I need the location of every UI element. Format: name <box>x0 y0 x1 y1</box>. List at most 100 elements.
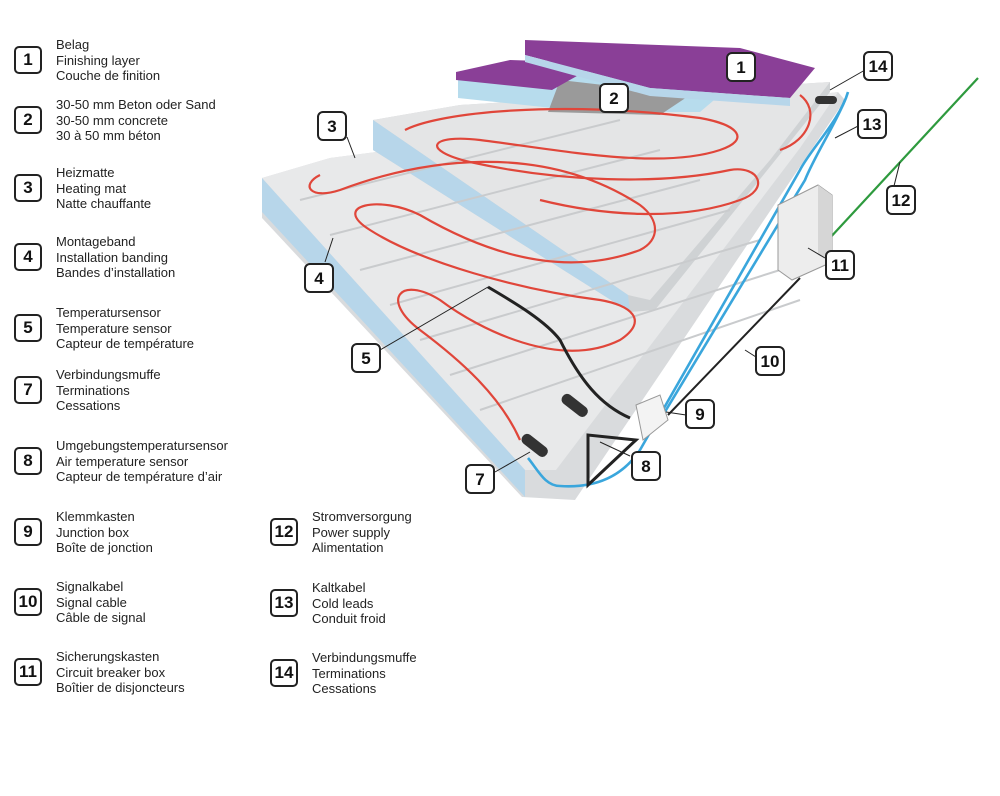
legend-text-en: Power supply <box>312 524 391 540</box>
callout-3: 3 <box>317 111 347 141</box>
svg-text:5: 5 <box>361 349 370 368</box>
legend-text-de: Klemmkasten <box>56 509 135 524</box>
svg-text:7: 7 <box>475 470 484 489</box>
legend-text-fr: Alimentation <box>312 540 384 555</box>
legend-badge: 5 <box>14 314 42 343</box>
legend-badge: 2 <box>14 106 42 135</box>
heating-cable-upper <box>404 108 760 216</box>
legend-text-en: Installation banding <box>56 249 169 265</box>
svg-text:1: 1 <box>736 58 745 77</box>
legend-text-de: Umgebungstemperatursensor <box>56 438 228 453</box>
legend-text-en: Signal cable <box>56 594 127 610</box>
legend-badge: 8 <box>14 447 42 476</box>
legend-text-en: 30-50 mm concrete <box>56 112 168 128</box>
legend-badge: 12 <box>270 518 298 547</box>
legend-text-de: Stromversorgung <box>312 509 412 524</box>
legend-badge: 7 <box>14 376 42 405</box>
legend-badge: 11 <box>14 658 42 687</box>
legend-text-en: Temperature sensor <box>56 320 172 336</box>
legend-badge: 4 <box>14 243 42 272</box>
legend-text-de: Montageband <box>56 234 136 249</box>
termination-7 <box>521 433 548 457</box>
legend-text-de: Verbindungsmuffe <box>312 650 417 665</box>
legend-text-en: Circuit breaker box <box>56 664 166 680</box>
legend-text-fr: Boîte de jonction <box>56 540 153 555</box>
legend-badge: 1 <box>14 46 42 75</box>
legend-text-de: Kaltkabel <box>312 580 366 595</box>
legend-text-fr: Couche de finition <box>56 68 161 83</box>
callout-12: 12 <box>886 185 916 215</box>
signal-cable-10 <box>667 277 801 416</box>
legend-text-en: Air temperature sensor <box>56 453 189 469</box>
finishing-layer-edge <box>525 55 790 106</box>
legend-text-fr: Natte chauffante <box>56 196 152 211</box>
legend-text-en: Junction box <box>56 524 129 540</box>
legend-text-fr: 30 à 50 mm béton <box>56 128 161 143</box>
svg-text:13: 13 <box>863 115 882 134</box>
termination-mid <box>561 393 588 417</box>
callout-1: 1 <box>726 52 756 82</box>
legend-text-de: 30-50 mm Beton oder Sand <box>56 97 216 112</box>
svg-text:3: 3 <box>327 117 336 136</box>
step-slab-2-top <box>373 82 830 300</box>
callout-2: 2 <box>599 83 629 113</box>
callout-9: 9 <box>685 399 715 429</box>
legend-text-fr: Cessations <box>56 398 121 413</box>
callout-11: 11 <box>825 250 855 280</box>
air-sensor-cable <box>586 433 640 489</box>
callout-4: 4 <box>304 263 334 293</box>
svg-text:8: 8 <box>641 457 650 476</box>
svg-text:10: 10 <box>761 352 780 371</box>
legend-text-de: Temperatursensor <box>56 305 161 320</box>
callout-10: 10 <box>755 346 785 376</box>
junction-box <box>635 394 669 441</box>
callout-8: 8 <box>631 451 661 481</box>
signal-cable <box>487 285 631 420</box>
legend-text-de: Verbindungsmuffe <box>56 367 161 382</box>
callout-14: 14 <box>863 51 893 81</box>
termination-14 <box>815 96 837 104</box>
svg-text:14: 14 <box>869 57 888 76</box>
legend-text-en: Cold leads <box>312 595 374 611</box>
legend-text-en: Terminations <box>56 382 130 398</box>
legend-text-fr: Câble de signal <box>56 610 146 625</box>
callout-13: 13 <box>857 109 887 139</box>
legend-text-fr: Cessations <box>312 681 377 696</box>
legend-text-en: Heating mat <box>56 180 127 196</box>
insulation-layer-front <box>262 178 525 497</box>
callout-5: 5 <box>351 343 381 373</box>
callout-7: 7 <box>465 464 495 494</box>
legend-badge: 9 <box>14 518 42 547</box>
legend-text-en: Terminations <box>312 665 386 681</box>
svg-text:4: 4 <box>314 269 324 288</box>
legend-text-en: Finishing layer <box>56 52 140 68</box>
legend-text-fr: Capteur de température <box>56 336 195 351</box>
legend-text-fr: Conduit froid <box>312 611 386 626</box>
legend-text-fr: Capteur de température d’air <box>56 469 223 484</box>
legend-text-de: Heizmatte <box>56 165 115 180</box>
legend-badge: 3 <box>14 174 42 203</box>
circuit-breaker-box-side <box>818 185 832 262</box>
svg-text:12: 12 <box>892 191 911 210</box>
legend-badge: 14 <box>270 659 298 688</box>
svg-text:11: 11 <box>831 256 849 275</box>
power-supply-cable <box>827 77 979 241</box>
svg-text:9: 9 <box>695 405 704 424</box>
legend-text-de: Sicherungskasten <box>56 649 160 664</box>
cold-lead-cable <box>527 91 850 488</box>
svg-text:2: 2 <box>609 89 618 108</box>
legend-text-de: Belag <box>56 37 90 52</box>
legend-text-de: Signalkabel <box>56 579 124 594</box>
